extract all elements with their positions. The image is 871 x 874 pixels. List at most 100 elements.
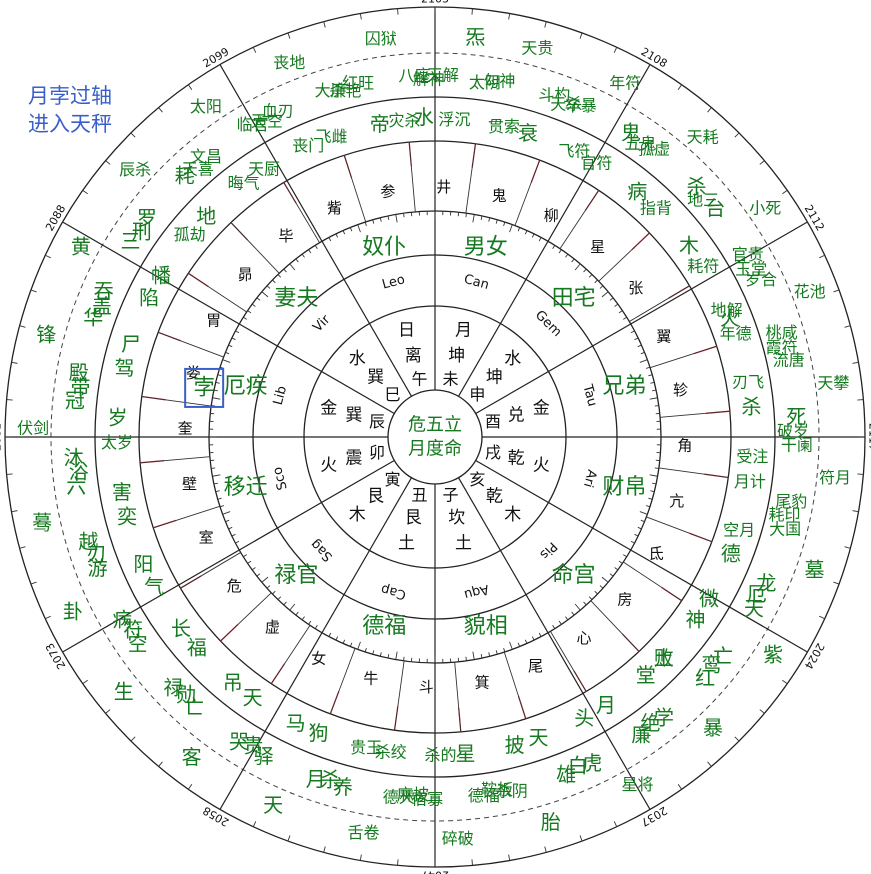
degree-tick — [623, 554, 627, 558]
degree-tick — [212, 397, 221, 400]
element-label: 木 — [504, 505, 521, 525]
outer-star-label: 大廉 — [315, 81, 347, 100]
outer-tick — [19, 546, 26, 549]
degree-tick — [215, 490, 220, 493]
outer-star-label: 气 — [144, 574, 164, 598]
degree-tick — [211, 467, 216, 469]
outer-star-label: 紫 — [763, 642, 783, 666]
house-label: 命宫 — [552, 563, 596, 588]
mansion-label: 胃 — [206, 312, 221, 330]
outer-star-label: 灾杀 — [389, 111, 421, 130]
degree-tick — [239, 545, 247, 551]
mansion-divider — [629, 285, 690, 322]
mansion-divider — [660, 410, 730, 418]
year-label: 2047 — [421, 869, 449, 874]
house-divider — [457, 64, 651, 397]
degree-tick — [261, 291, 269, 298]
outer-tick — [508, 13, 511, 20]
degree-tick — [488, 217, 491, 222]
degree-tick — [652, 482, 657, 485]
branch-label: 酉 — [485, 412, 501, 431]
annotation-line-1: 月孛过轴 — [28, 84, 112, 108]
degree-tick — [364, 221, 367, 227]
house-label: 禄官 — [274, 563, 318, 588]
mansion-divider — [465, 143, 476, 214]
degree-tick — [623, 545, 631, 551]
outer-star-label: 阳 — [133, 552, 153, 576]
house-label: 田宅 — [552, 286, 596, 311]
degree-tick — [574, 603, 581, 611]
degree-tick — [480, 215, 483, 220]
outer-star-label: 太阴 — [469, 73, 501, 92]
branch-label: 申 — [469, 385, 485, 404]
outer-star-label: 空 — [128, 631, 148, 655]
outer-tick — [62, 648, 69, 653]
outer-star-label: 亡 — [184, 695, 204, 719]
outer-star-label: 八座 — [398, 66, 430, 85]
outer-star-label: 解神 — [413, 70, 445, 89]
center-line-1: 危五立 — [408, 415, 462, 436]
degree-tick — [272, 590, 276, 595]
degree-tick — [321, 241, 327, 249]
year-label: 2081 — [0, 423, 4, 451]
degree-tick — [256, 297, 261, 301]
degree-tick — [247, 560, 252, 564]
outer-tick — [852, 510, 859, 513]
outer-star-label: 岁 — [108, 406, 128, 430]
outer-star-label: 哭 — [229, 729, 249, 753]
element-label: 土 — [398, 533, 415, 553]
degree-tick — [308, 620, 312, 625]
annotation-line-2: 进入天秤 — [28, 112, 112, 136]
outer-star-label: 杀 — [320, 767, 340, 791]
outer-star-label: 官贵 — [732, 245, 764, 264]
outer-star-label: 杀的 — [425, 745, 457, 764]
degree-tick — [571, 611, 575, 616]
outer-star-label: 驾 — [115, 356, 135, 380]
outer-star-label: 地 — [196, 204, 216, 228]
mansion-divider — [514, 159, 541, 226]
outer-star-label: 病 — [112, 607, 132, 631]
degree-tick — [639, 511, 648, 515]
outer-star-label: 杀阴 — [496, 781, 528, 800]
trigram-label: 坎 — [448, 508, 465, 528]
sign-label: Vir — [310, 312, 333, 335]
outer-star-label: 孤虚 — [638, 139, 670, 158]
degree-tick — [289, 603, 296, 611]
outer-star-label: 花池 — [794, 282, 826, 301]
degree-tick — [213, 389, 218, 392]
outer-tick — [252, 821, 257, 827]
mansion-label: 觜 — [327, 199, 342, 217]
house-divider — [62, 221, 395, 415]
outer-star-label: 越 — [78, 529, 98, 553]
degree-tick — [251, 567, 256, 571]
outer-star-label: 飞符 — [558, 142, 590, 161]
mansion-label: 井 — [436, 178, 451, 196]
outer-tick — [130, 132, 136, 138]
degree-tick — [588, 596, 593, 600]
outer-tick — [323, 21, 326, 28]
trigram-label: 艮 — [405, 508, 422, 528]
degree-tick — [650, 490, 655, 493]
trigram-label: 兑 — [508, 405, 525, 425]
outer-tick — [759, 160, 765, 165]
outer-star-label: 勾神 — [483, 71, 515, 90]
degree-tick — [630, 540, 635, 544]
outer-star-label: 地解 — [711, 301, 743, 320]
mansion-divider — [646, 516, 713, 543]
mansion-divider — [559, 190, 600, 249]
degree-tick — [372, 650, 375, 655]
outer-star-label: 符月 — [819, 468, 851, 487]
outer-tick — [11, 361, 18, 364]
house-divider — [219, 64, 413, 397]
degree-tick — [648, 374, 653, 377]
outer-star-label: 杀 — [686, 175, 706, 199]
degree-tick — [599, 585, 604, 589]
outer-tick — [287, 32, 291, 39]
house-label: 貌相 — [464, 614, 508, 639]
degree-tick — [266, 585, 271, 589]
outer-star-label: 星 — [455, 742, 475, 766]
degree-tick — [301, 253, 305, 258]
outer-star-label: 德 — [721, 542, 741, 566]
degree-tick — [314, 245, 318, 249]
outer-star-label: 天耗 — [687, 128, 719, 147]
